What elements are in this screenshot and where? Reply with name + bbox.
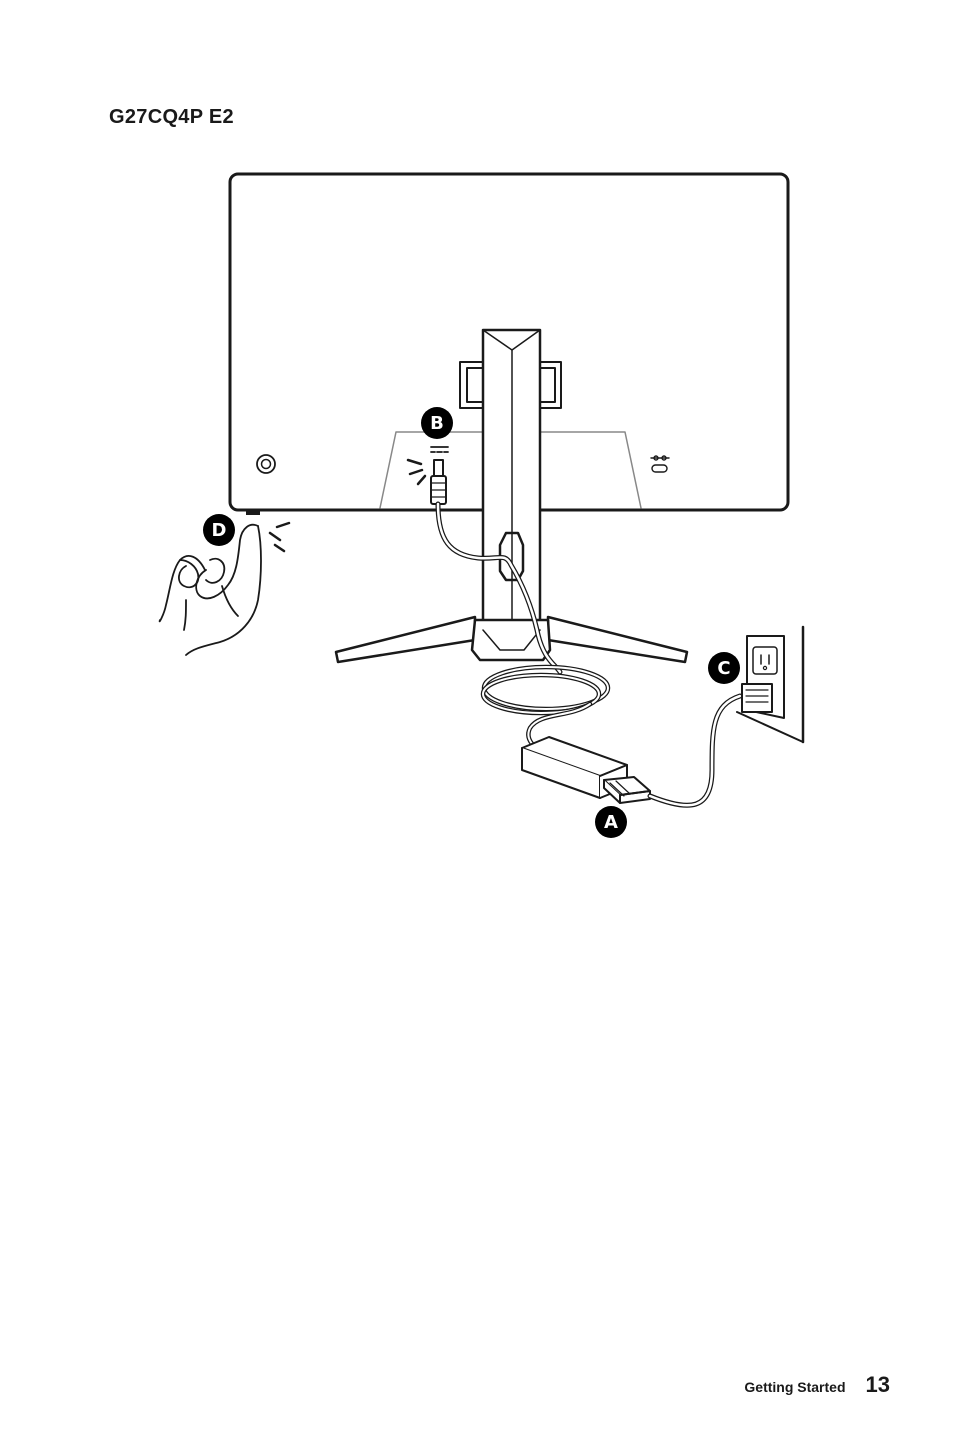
stand-column xyxy=(483,330,540,630)
stand-base xyxy=(336,617,687,662)
callout-b-label: B xyxy=(430,413,444,434)
dc-in-symbol-icon xyxy=(431,447,448,452)
ac-plug xyxy=(742,684,772,712)
plug-motion-lines xyxy=(408,460,425,484)
ac-cable xyxy=(650,696,740,805)
kensington-lock-icon xyxy=(651,456,669,472)
hand-illustration xyxy=(160,525,261,655)
page-number: 13 xyxy=(866,1372,890,1398)
cable-coil xyxy=(483,667,608,746)
dc-plug xyxy=(431,460,446,504)
monitor-power-key xyxy=(246,510,260,515)
callout-d-label: D xyxy=(212,520,227,541)
power-button-icon xyxy=(257,455,275,473)
page-footer: Getting Started 13 xyxy=(744,1372,890,1398)
callout-a-label: A xyxy=(604,812,618,833)
callout-c-label: C xyxy=(717,658,730,679)
footer-section-label: Getting Started xyxy=(744,1379,845,1395)
press-motion-lines xyxy=(270,523,289,551)
power-adapter xyxy=(522,737,650,803)
